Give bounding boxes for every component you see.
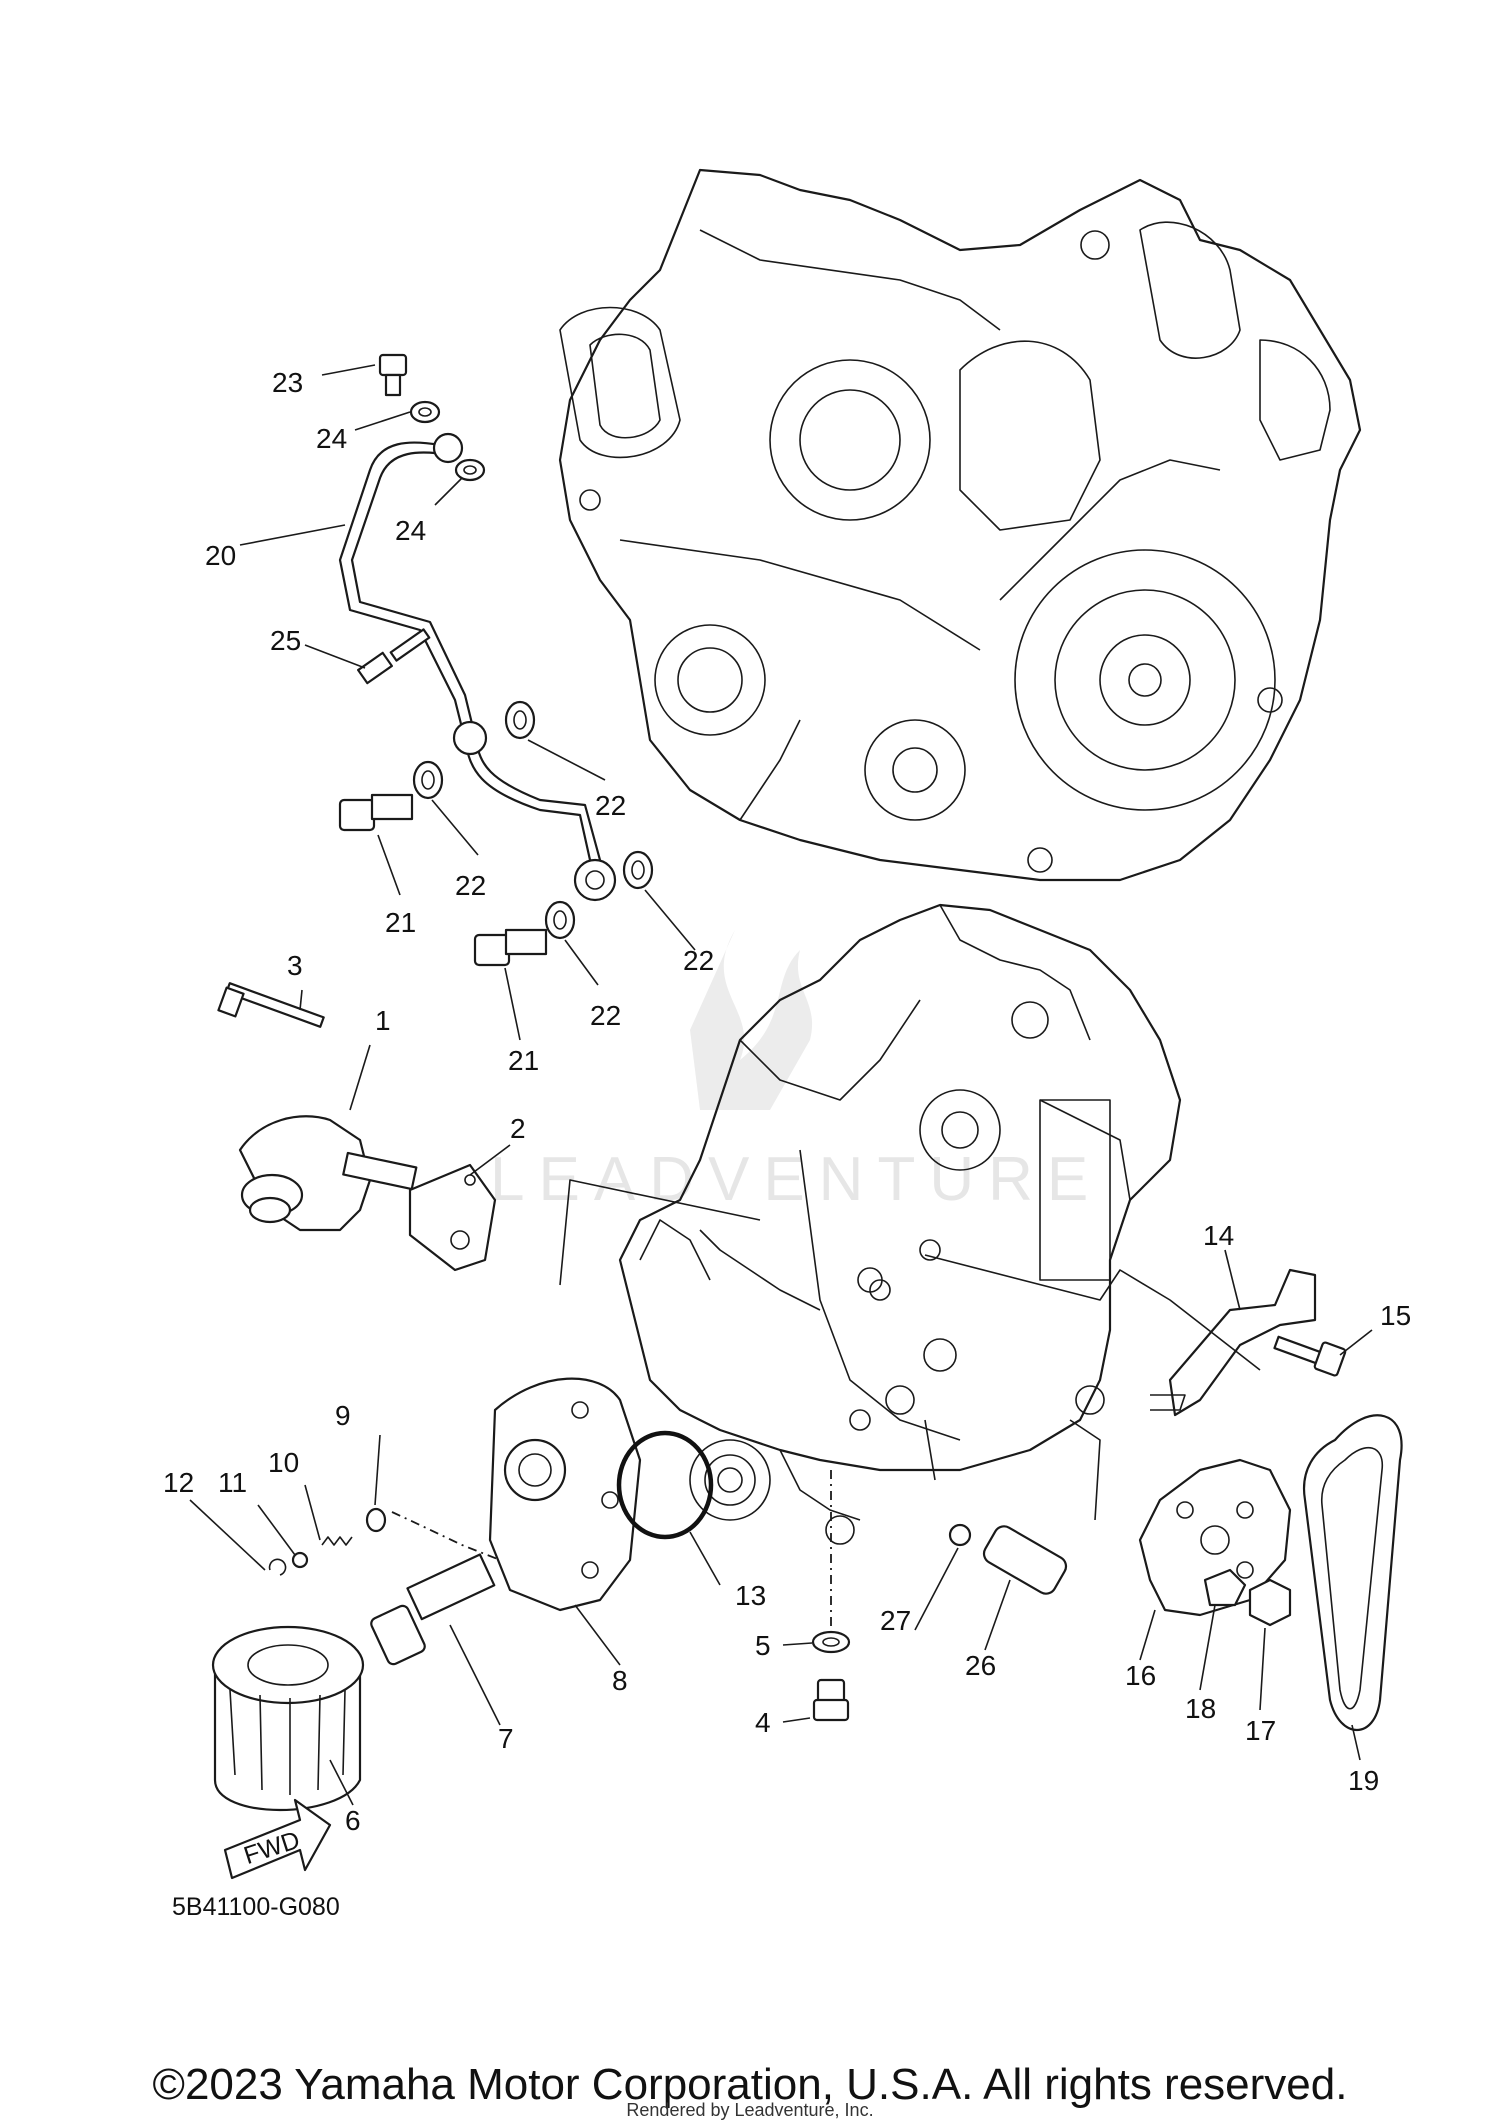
callout-18: 18 [1185,1693,1216,1724]
leader-bracket [924,1254,1261,1371]
callout-22d: 22 [683,945,714,976]
callout-1: 1 [375,1005,391,1036]
bolt-3 [217,982,325,1028]
leader-gear [1069,1419,1101,1521]
callout-24b: 24 [395,515,426,546]
callout-24a: 24 [316,423,347,454]
o-ring-13 [616,1430,714,1540]
callout-22a: 22 [455,870,486,901]
callout-leaders [189,364,1373,1806]
drain-bolt-4 [812,1678,850,1722]
drawing-code: 5B41100-G080 [172,1893,340,1921]
callout-17: 17 [1245,1715,1276,1746]
callout-21a: 21 [385,907,416,938]
spring-10 [321,1536,353,1546]
watermark-text: LEADVENTURE [490,1145,1102,1214]
copyright-notice: ©2023 Yamaha Motor Corporation, U.S.A. A… [152,2060,1348,2109]
callout-12: 12 [163,1467,194,1498]
callout-19: 19 [1348,1765,1379,1796]
union-bolt-21 [338,793,548,967]
washer-11 [291,1551,309,1569]
bolt-25 [357,628,431,685]
gasket-22 [412,700,654,940]
callout-27: 27 [880,1605,911,1636]
callout-13: 13 [735,1580,766,1611]
oil-strainer-26 [982,1525,1068,1595]
bolt-15 [1273,1335,1347,1377]
leader-strainer [924,1419,936,1481]
callout-labels: 23 24 24 20 25 21 21 22 22 22 22 3 1 2 1… [163,367,1411,1836]
oil-pump-assy-1 [238,1115,418,1232]
leader-gasket-2 [559,1179,761,1286]
gear-16 [1138,1458,1292,1617]
chain-19 [1302,1414,1403,1731]
callout-22c: 22 [590,1000,621,1031]
callout-16: 16 [1125,1660,1156,1691]
nut-17 [1248,1578,1292,1627]
callout-10: 10 [268,1447,299,1478]
callout-22b: 22 [595,790,626,821]
callout-4: 4 [755,1707,771,1738]
callout-14: 14 [1203,1220,1234,1251]
gasket-5 [811,1630,851,1654]
callout-25: 25 [270,625,301,656]
fwd-arrow: FWD [223,1798,332,1880]
bracket-14 [1150,1268,1317,1417]
gasket-24 [409,400,486,482]
clip-12 [268,1558,287,1576]
callout-2: 2 [510,1113,526,1144]
washer-18 [1203,1568,1247,1607]
callout-6: 6 [345,1805,361,1836]
upper-crankcase [558,168,1362,882]
watermark-logo: LEADVENTURE [490,930,1102,1214]
axis-relief-valve [391,1511,501,1561]
callout-3: 3 [287,950,303,981]
callout-11: 11 [218,1467,247,1498]
oil-filter-6 [211,1625,365,1811]
callout-20: 20 [205,540,236,571]
o-ring-27 [948,1523,972,1547]
callout-8: 8 [612,1665,628,1696]
callout-9: 9 [335,1400,351,1431]
callout-26: 26 [965,1650,996,1681]
callout-23: 23 [272,367,303,398]
union-bolt-23 [378,353,408,397]
callout-5: 5 [755,1630,771,1661]
fwd-label: FWD [240,1826,303,1870]
callout-21b: 21 [508,1045,539,1076]
relief-spring-parts [268,1507,387,1576]
filter-cover-8 [488,1377,642,1612]
gasket-2 [408,1163,497,1272]
lower-crankcase [618,903,1182,1545]
oil-delivery-pipe [338,432,617,902]
plug-9 [365,1507,387,1533]
union-bolt-7 [370,1553,496,1666]
callout-15: 15 [1380,1300,1411,1331]
callout-7: 7 [498,1723,514,1754]
render-credit: Rendered by Leadventure, Inc. [626,2100,874,2120]
